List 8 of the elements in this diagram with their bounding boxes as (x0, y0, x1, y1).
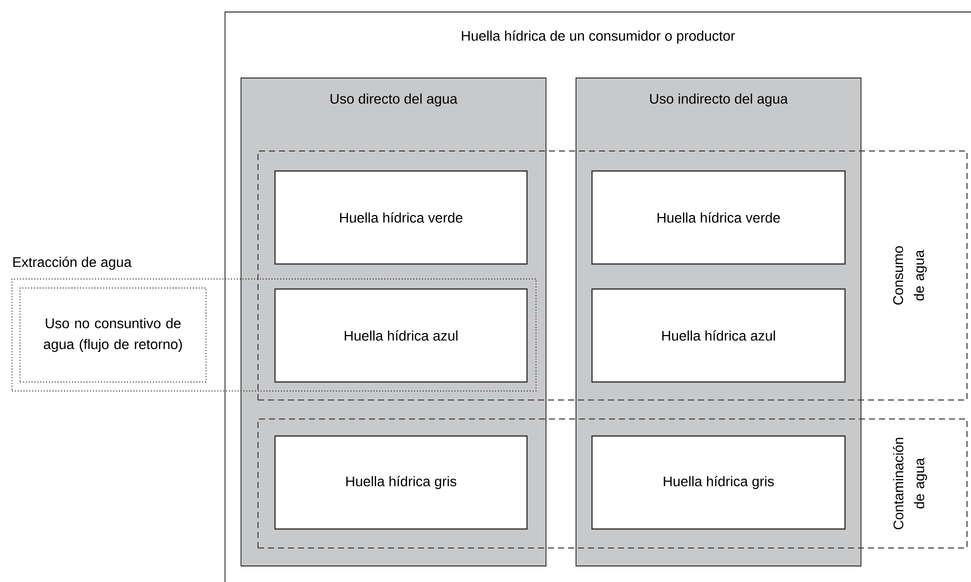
footprint-box: Huella hídrica gris (591, 435, 846, 530)
dotted-box: Uso no consuntivo de agua (flujo de retorno) (20, 288, 206, 382)
footprint-box: Huella hídrica verde (274, 170, 528, 265)
footprint-box: Huella hídrica verde (591, 170, 846, 265)
footprint-box: Huella hídrica azul (591, 288, 846, 383)
footprint-box: Huella hídrica gris (274, 435, 528, 530)
footprint-box: Huella hídrica azul (274, 288, 528, 383)
node-label: Extracción de agua (13, 256, 132, 270)
